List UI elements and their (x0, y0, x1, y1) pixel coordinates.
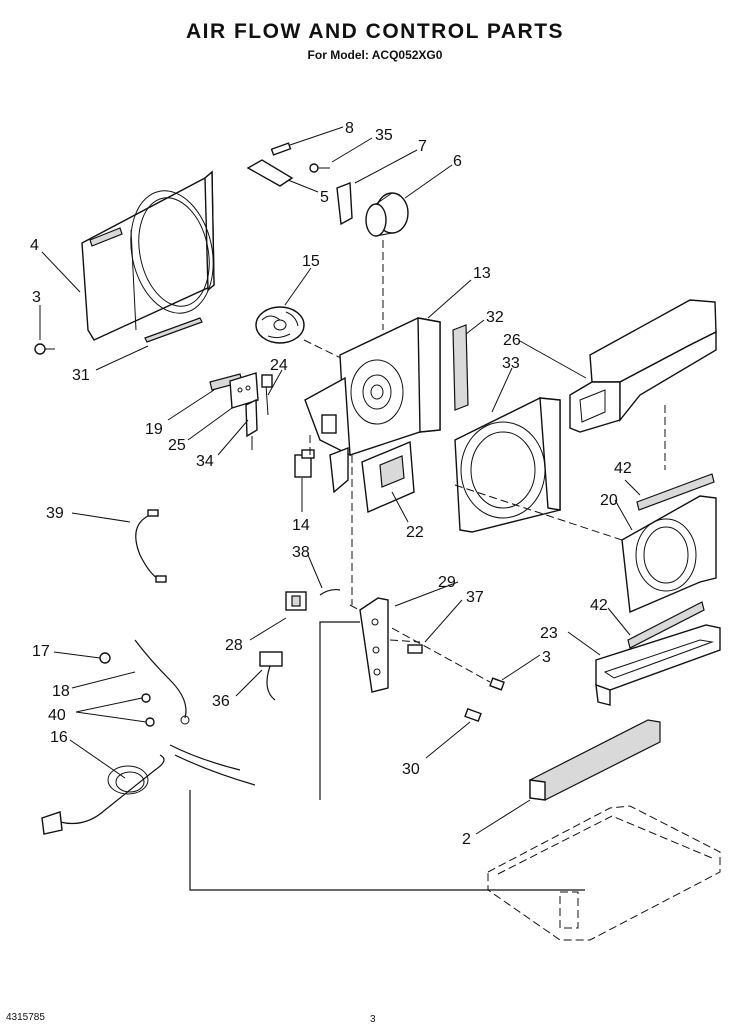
callout-25: 25 (168, 437, 186, 454)
part-23-base-rail (595, 624, 721, 706)
part-24-knob (261, 374, 273, 416)
part-2-foam-block (529, 719, 661, 801)
callout-2: 2 (462, 831, 471, 848)
panel-guide-line (454, 484, 623, 541)
callout-39: 39 (46, 505, 64, 522)
callout-18: 18 (52, 683, 70, 700)
part-28-relay (285, 591, 307, 611)
callout-5: 5 (320, 189, 329, 206)
part-3-screw-right (489, 677, 505, 691)
part-22-control-board (361, 440, 415, 514)
part-33-shroud (454, 397, 561, 533)
callout-29: 29 (438, 574, 456, 591)
callout-3-left: 3 (32, 289, 41, 306)
part-37-screw (407, 644, 423, 654)
callout-31: 31 (72, 367, 90, 384)
callout-28: 28 (225, 637, 243, 654)
diagram-title: AIR FLOW AND CONTROL PARTS (185, 20, 565, 43)
callout-32: 32 (486, 309, 504, 326)
callout-38: 38 (292, 544, 310, 561)
callout-42-upper: 42 (614, 460, 632, 477)
callout-26: 26 (503, 332, 521, 349)
part-6-capacitor (365, 192, 409, 237)
callout-37: 37 (466, 589, 484, 606)
part-17-screw (99, 652, 111, 664)
callout-20: 20 (600, 492, 618, 509)
part-18-ground-wire (134, 639, 190, 725)
part-3-screw-left (34, 343, 55, 355)
callout-40: 40 (48, 707, 66, 724)
part-35-screw (309, 163, 330, 173)
model-subtitle: For Model: ACQ052XG0 (307, 48, 443, 62)
part-25-switch (229, 372, 259, 409)
part-31-seal-strip (144, 317, 203, 343)
part-42-lower-seal (627, 601, 705, 649)
page-number: 3 (370, 1014, 376, 1025)
part-39-jumper-wire (135, 509, 167, 583)
callout-23: 23 (540, 625, 558, 642)
callout-8: 8 (345, 120, 354, 137)
callout-19: 19 (145, 421, 163, 438)
callout-4: 4 (30, 237, 39, 254)
callout-36: 36 (212, 693, 230, 710)
part-42-upper-seal (636, 473, 715, 511)
callout-24: 24 (270, 357, 288, 374)
part-13-bulkhead (304, 317, 441, 494)
wiring-harness (189, 455, 585, 891)
part-29-control-bracket (359, 597, 389, 693)
callout-3-right: 3 (542, 649, 551, 666)
callout-34: 34 (196, 453, 214, 470)
callout-33: 33 (502, 355, 520, 372)
part-26-air-duct (569, 299, 717, 433)
part-8-screw (270, 142, 292, 156)
part-16-power-cord (41, 744, 256, 835)
part-32-seal (452, 324, 469, 411)
callout-15: 15 (302, 253, 320, 270)
part-20-rear-panel (621, 495, 717, 614)
base-pan-outline (487, 805, 721, 941)
callout-6: 6 (453, 153, 462, 170)
callout-16: 16 (50, 729, 68, 746)
callout-17: 17 (32, 643, 50, 660)
part-7-capacitor-strap (336, 182, 353, 226)
callout-14: 14 (292, 517, 310, 534)
leader-lines (39, 126, 641, 835)
part-36-switch (259, 651, 283, 701)
callout-35: 35 (375, 127, 393, 144)
callout-22: 22 (406, 524, 424, 541)
part-38-clip (319, 588, 341, 596)
callout-13: 13 (473, 265, 491, 282)
part-15-fan-blade (255, 306, 305, 344)
part-30-screw (464, 707, 482, 723)
callout-42-lower: 42 (590, 597, 608, 614)
callout-30: 30 (402, 761, 420, 778)
part-14-thermostat (294, 449, 315, 478)
part-4-front-panel (81, 170, 215, 341)
part-34-bracket (245, 398, 258, 450)
callout-numbers: 8 35 7 6 5 4 3 31 15 13 32 26 33 24 19 2… (30, 120, 632, 848)
fan-guide-line (303, 339, 346, 361)
document-number: 4315785 (6, 1012, 45, 1023)
callout-7: 7 (418, 138, 427, 155)
part-5-bracket (246, 159, 294, 187)
